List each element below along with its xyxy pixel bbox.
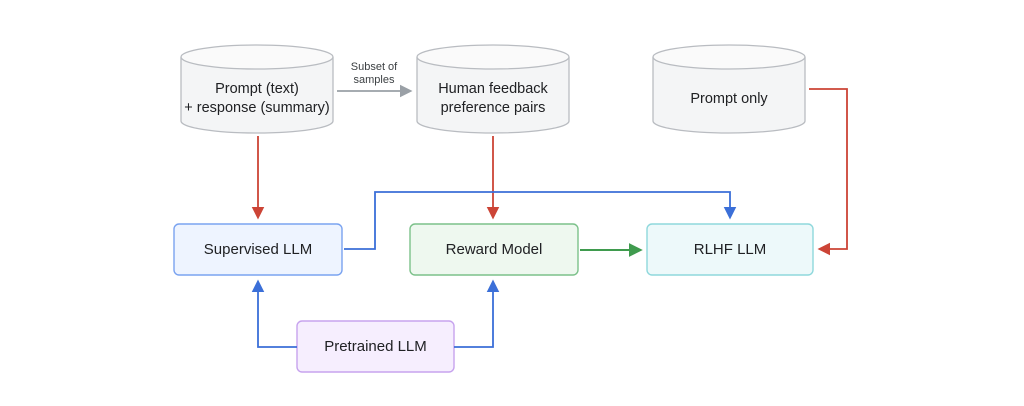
label-line: Subset of — [350, 61, 398, 73]
supervised-llm-label: Supervised LLM — [203, 241, 313, 258]
supervised-llm-box — [173, 223, 343, 276]
datastore-prompt-only-label: Prompt only — [653, 70, 805, 128]
datastore-human-feedback-label: Human feedback preference pairs — [417, 70, 569, 128]
datastore-prompt-response — [180, 44, 334, 134]
label-line: Prompt only — [690, 90, 768, 107]
label-line: samples — [353, 74, 395, 86]
label-line: Human feedback — [438, 81, 548, 97]
label-line: preference pairs — [440, 100, 546, 116]
reward-model-label: Reward Model — [445, 241, 543, 258]
rlhf-llm-label: RLHF LLM — [693, 241, 767, 258]
arrow-supervised-to-rlhf — [344, 191, 737, 250]
arrow-pretrained-to-reward — [454, 279, 500, 348]
label-line: Prompt (text) — [215, 81, 299, 97]
datastore-prompt-only — [652, 44, 806, 134]
subset-of-samples-label: Subset of samples — [338, 61, 410, 87]
arrow-pretrained-to-supervised — [251, 279, 297, 348]
rlhf-llm-box — [646, 223, 814, 276]
label-line: + response (summary) — [184, 100, 330, 116]
datastore-human-feedback — [416, 44, 570, 134]
pretrained-llm-label: Pretrained LLM — [324, 338, 427, 355]
reward-model-box — [409, 223, 579, 276]
datastore-prompt-response-label: Prompt (text) + response (summary) — [181, 70, 333, 128]
arrow-prompt-only-to-rlhf — [809, 88, 848, 256]
